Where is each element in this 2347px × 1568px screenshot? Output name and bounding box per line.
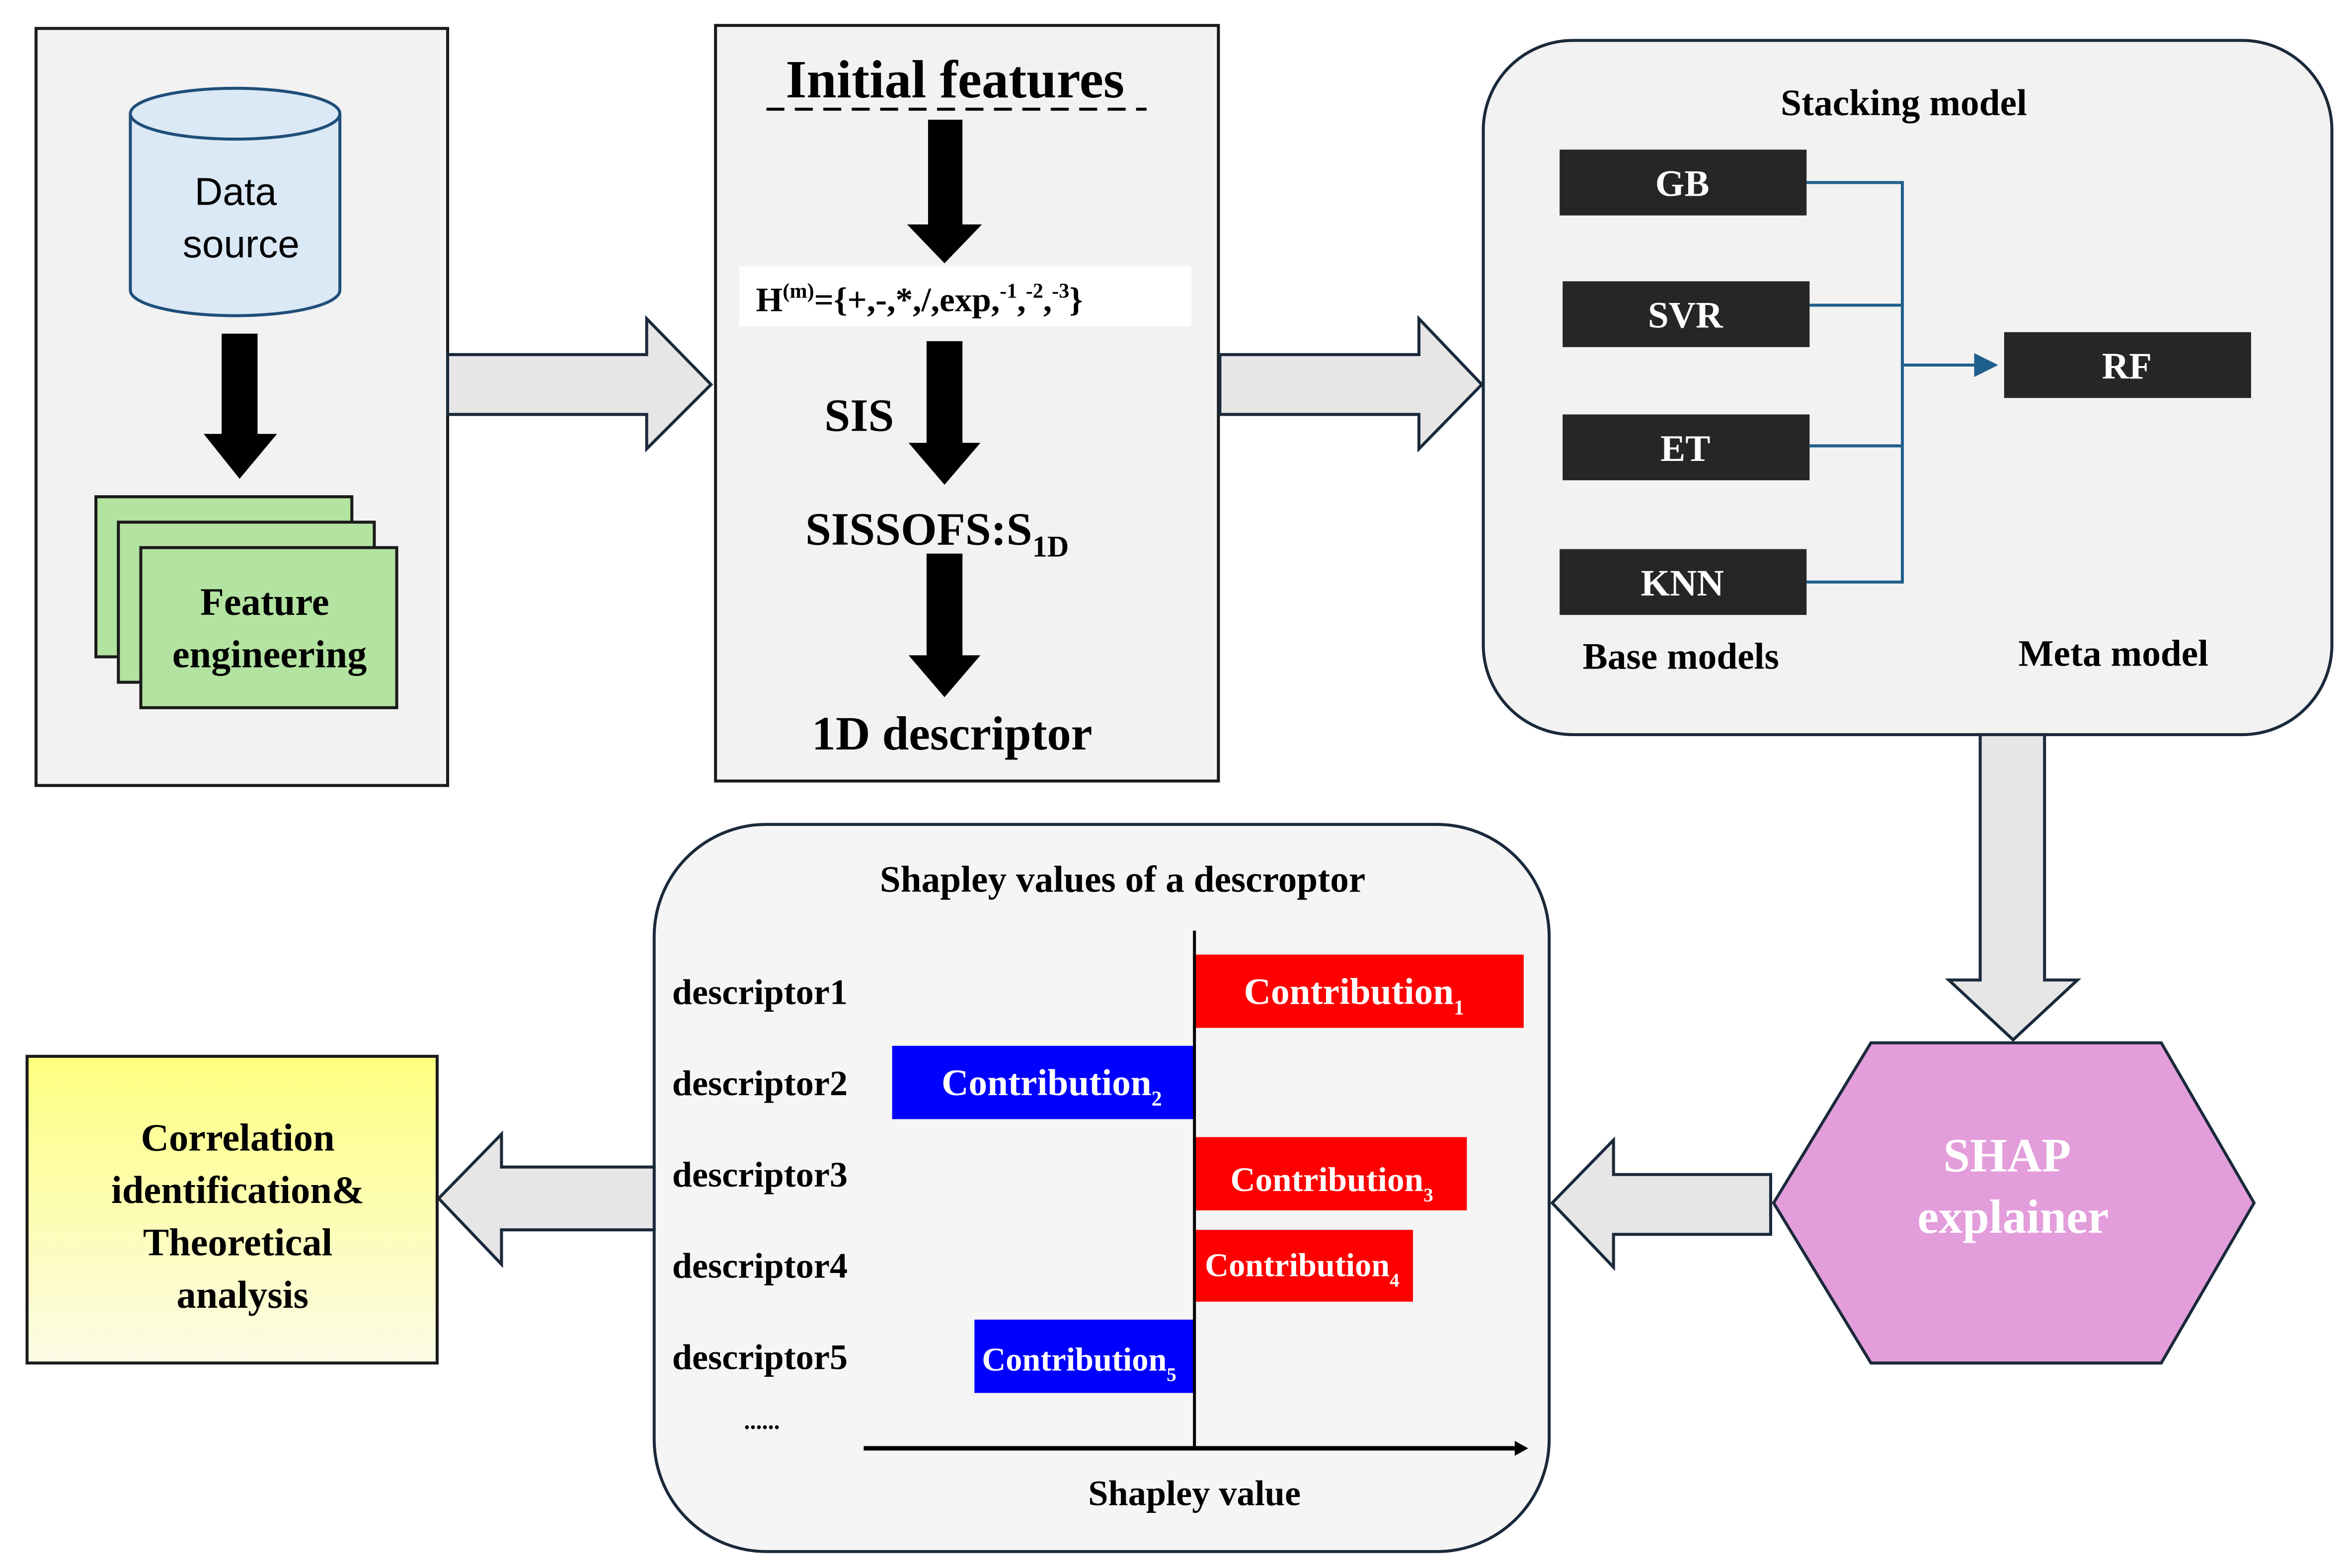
contribution-bar-4: Contribution4 — [1194, 1230, 1413, 1302]
svg-text:Contribution2: Contribution2 — [941, 1062, 1162, 1111]
svg-text:SHAP explainer: SHAP explainer — [1917, 1129, 2109, 1244]
flow-arrow-left-icon — [1550, 1136, 1772, 1271]
flow-arrow-down-icon — [1945, 733, 2082, 1042]
contribution-bar-5: Contribution5 — [974, 1319, 1195, 1393]
svg-text:RF: RF — [2102, 346, 2152, 387]
base-model-et: ET — [1563, 414, 1810, 480]
flow-arrow-left-icon — [436, 1130, 656, 1269]
stacking-panel: Stacking model GB SVR ET KNN RF Base mod… — [1482, 39, 2334, 737]
svg-text:Contribution3: Contribution3 — [1230, 1160, 1433, 1206]
contribution-bar-3: Contribution3 — [1194, 1137, 1467, 1211]
down-arrow-icon — [203, 333, 277, 479]
sis-label: SIS — [824, 390, 894, 442]
svg-text:KNN: KNN — [1641, 563, 1724, 604]
down-arrow-icon — [908, 553, 981, 697]
database-cylinder-icon — [129, 86, 342, 317]
shapley-panel: Shapley values of a descroptor descripto… — [652, 822, 1551, 1553]
contribution-bar-2: Contribution2 — [892, 1045, 1195, 1120]
descriptor-labels: descriptor1 descriptor2 descriptor3 desc… — [672, 972, 848, 1434]
base-model-svr: SVR — [1563, 281, 1810, 347]
svg-text:SVR: SVR — [1648, 295, 1723, 336]
x-axis-label: Shapley value — [1088, 1473, 1301, 1513]
meta-model-label: Meta model — [2018, 633, 2208, 674]
feature-engineering-stack — [94, 495, 398, 709]
base-model-knn: KNN — [1560, 549, 1807, 615]
initial-features-title: Initial features — [785, 50, 1124, 109]
svg-text:Contribution5: Contribution5 — [982, 1342, 1176, 1385]
flow-arrow-right-icon — [1218, 315, 1484, 453]
svg-text:ET: ET — [1660, 428, 1710, 469]
down-arrow-icon — [908, 341, 981, 485]
model-connectors — [1806, 181, 1998, 584]
descriptor-label: descriptor1 — [672, 972, 848, 1012]
stacking-model-title: Stacking model — [1781, 82, 2027, 124]
base-models-label: Base models — [1583, 636, 1779, 677]
feature-engineering-label: Feature engineering — [172, 580, 367, 675]
svg-text:Correlation identificati: Correlation identification& Theoretical … — [111, 1116, 374, 1316]
operator-set-formula: H(m)={+,-,*,/,exp,-1,-2,-3} — [756, 279, 1083, 318]
1d-descriptor-label: 1D descriptor — [812, 707, 1093, 760]
descriptor-label: descriptor5 — [672, 1337, 848, 1377]
data-panel: Data source Feature engineering — [34, 27, 449, 787]
sissofs-label: SISSOFS:S1D — [805, 504, 1069, 564]
shap-explainer: SHAP explainer — [1772, 1041, 2256, 1365]
meta-model-rf: RF — [2004, 332, 2251, 398]
svg-text:Contribution4: Contribution4 — [1205, 1248, 1399, 1291]
feature-panel: Initial features H(m)={+,-,*,/,exp,-1,-2… — [714, 24, 1220, 783]
descriptor-label: descriptor2 — [672, 1063, 848, 1103]
flow-arrow-right-icon — [446, 315, 713, 452]
descriptor-label: descriptor3 — [672, 1155, 848, 1195]
down-arrow-icon — [907, 119, 982, 264]
shapley-title: Shapley values of a descroptor — [880, 859, 1365, 900]
data-source-label: Data source — [183, 170, 300, 266]
svg-text:Contribution1: Contribution1 — [1244, 971, 1465, 1019]
base-model-gb: GB — [1560, 149, 1807, 216]
descriptor-label: descriptor4 — [672, 1246, 848, 1286]
svg-text:GB: GB — [1655, 163, 1710, 205]
conclusion-box: Correlation identification& Theoretical … — [25, 1054, 439, 1365]
ellipsis: ...... — [744, 1408, 780, 1434]
contribution-bar-1: Contribution1 — [1194, 954, 1524, 1028]
contribution-bars: Contribution1 Contribution2 Contribution… — [892, 954, 1524, 1393]
x-axis-arrowhead-icon — [1514, 1440, 1528, 1456]
